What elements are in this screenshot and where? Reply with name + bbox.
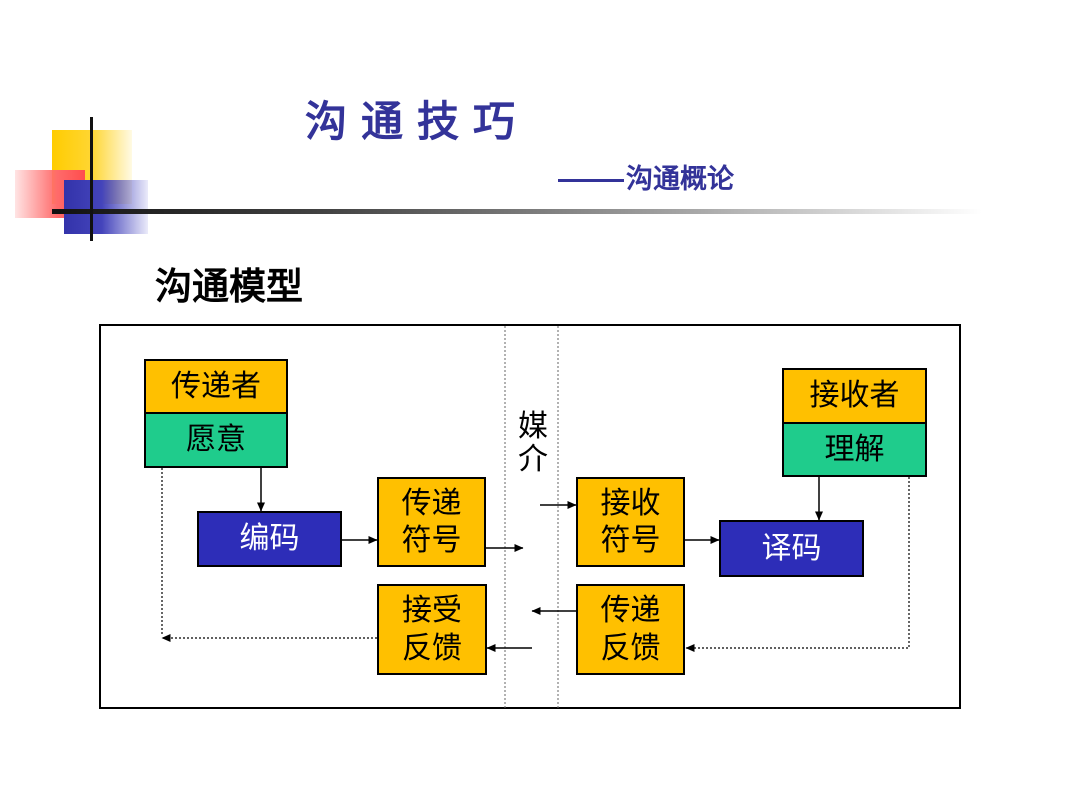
feedback-receive-box: 接受反馈 [377,584,487,675]
decor-vertical-line [90,117,93,241]
diagram-frame [99,324,961,709]
subtitle-dash [558,179,624,182]
slide-subtitle: 沟通概论 [558,157,734,196]
send-symbol-box: 传递符号 [377,477,486,567]
decode-box: 译码 [719,520,864,577]
receiver-box: 接收者 [782,368,927,424]
header-rule [52,209,982,214]
medium-label: 媒介 [518,409,548,477]
receive-symbol-box: 接收符号 [576,477,685,567]
encode-box: 编码 [197,511,342,567]
dotted-receiver-feedback [685,477,910,652]
slide-title: 沟通技巧 [305,97,530,146]
sender-box: 传递者 [144,359,288,414]
feedback-send-box: 传递反馈 [576,584,685,675]
section-title: 沟通模型 [155,265,303,308]
receiver-understand-box: 理解 [782,422,927,477]
subtitle-text: 沟通概论 [626,164,734,195]
sender-willing-box: 愿意 [144,412,288,468]
decor-blue-square [64,180,148,234]
